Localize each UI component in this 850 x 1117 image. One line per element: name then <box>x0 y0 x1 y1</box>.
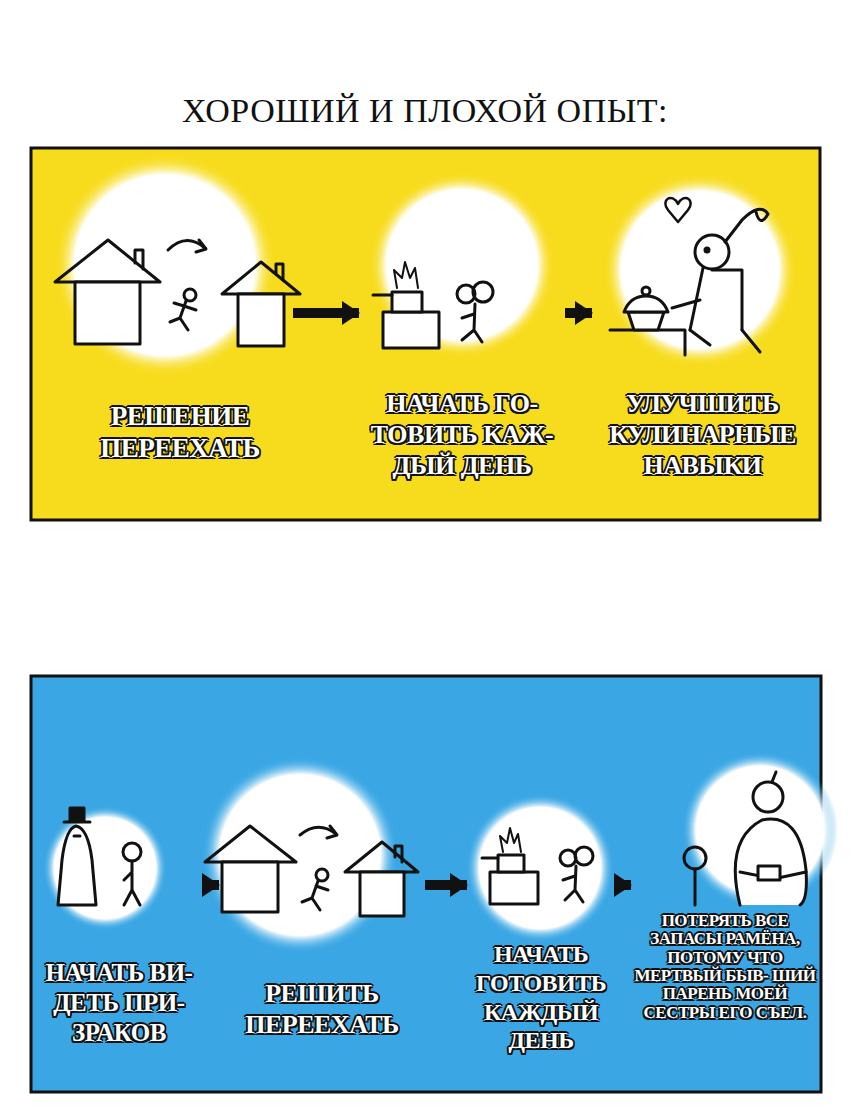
step-caption: УЛУЧШИТЬ КУЛИНАРНЫЕ НАВЫКИ <box>595 388 810 482</box>
step-box: РЕШИТЬ ПЕРЕЕХАТЬ <box>222 800 422 1040</box>
diagram-title: ХОРОШИЙ И ПЛОХОЙ ОПЫТ: <box>0 92 850 130</box>
flow-arrow <box>565 308 592 318</box>
flow-arrow <box>293 308 359 318</box>
spacer <box>634 780 816 912</box>
glow-circles <box>43 155 838 953</box>
flow-arrow <box>615 880 631 890</box>
step-caption: НАЧАТЬ ВИ- ДЕТЬ ПРИ- ЗРАКОВ <box>36 958 202 1048</box>
bad-panel <box>31 676 821 1092</box>
spacer <box>470 800 612 940</box>
step-box: НАЧАТЬ ГОТОВИТЬ КАЖДЫЙ ДЕНЬ <box>470 800 612 1055</box>
step-box: НАЧАТЬ ВИ- ДЕТЬ ПРИ- ЗРАКОВ <box>36 800 202 1048</box>
stove-cooking <box>373 262 493 348</box>
step-caption: РЕШИТЬ ПЕРЕЕХАТЬ <box>222 978 422 1040</box>
step-caption: НАЧАТЬ ГО- ТОВИТЬ КАЖ- ДЫЙ ДЕНЬ <box>362 388 562 482</box>
spacer <box>36 800 202 958</box>
flow-arrow <box>425 880 467 890</box>
step-box: РЕШЕНИЕ ПЕРЕЕХАТЬ <box>70 170 290 465</box>
step-caption: РЕШЕНИЕ ПЕРЕЕХАТЬ <box>70 400 290 465</box>
spacer <box>70 170 290 400</box>
spacer <box>362 170 562 388</box>
spacer <box>595 170 810 388</box>
drawings <box>55 198 806 916</box>
good-panel <box>31 148 820 520</box>
baking-cupcake <box>610 198 768 355</box>
ex-boyfriend-eating <box>684 772 806 905</box>
houses-move <box>205 826 418 916</box>
houses-move <box>55 240 300 346</box>
spacer <box>222 800 422 978</box>
step-box: ПОТЕРЯТЬ ВСЕ ЗАПАСЫ РАМЁНА, ПОТОМУ ЧТО М… <box>634 780 816 1022</box>
ghost-and-person <box>58 808 141 905</box>
stove-cooking <box>482 828 593 904</box>
flow-arrow <box>205 880 219 890</box>
step-box: УЛУЧШИТЬ КУЛИНАРНЫЕ НАВЫКИ <box>595 170 810 482</box>
step-box: НАЧАТЬ ГО- ТОВИТЬ КАЖ- ДЫЙ ДЕНЬ <box>362 170 562 482</box>
step-caption: НАЧАТЬ ГОТОВИТЬ КАЖДЫЙ ДЕНЬ <box>470 940 612 1055</box>
step-caption: ПОТЕРЯТЬ ВСЕ ЗАПАСЫ РАМЁНА, ПОТОМУ ЧТО М… <box>634 912 816 1022</box>
